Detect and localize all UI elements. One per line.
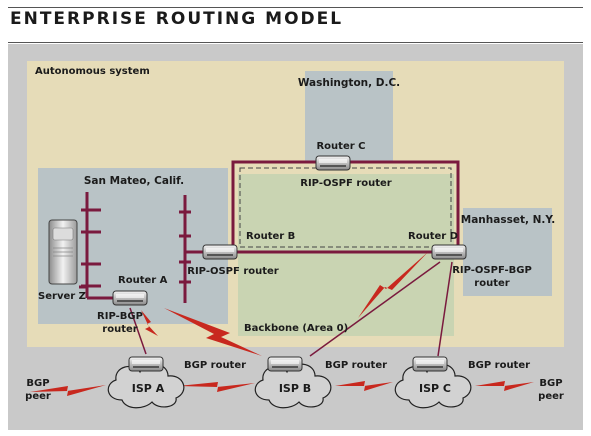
isp-b-router-icon <box>267 356 303 372</box>
bolt-router-a-isp-b <box>164 308 262 356</box>
backbone-region <box>238 174 454 336</box>
router-c-icon <box>315 155 351 171</box>
router-a-role-line2: router <box>102 324 137 335</box>
wan-bolts <box>30 252 534 396</box>
left-peer-line2: peer <box>25 391 51 402</box>
lan-right-stubs <box>179 210 191 284</box>
isp-links <box>129 261 453 357</box>
lan-left-stubs <box>81 208 101 288</box>
title-rule-bottom <box>8 42 583 43</box>
bolt-isp-a-isp-b <box>178 382 255 392</box>
router-b-name: Router B <box>246 231 295 242</box>
server-z-label: Server Z <box>38 291 86 302</box>
isp-c-router-label: BGP router <box>468 360 530 371</box>
manhasset-label: Manhasset, N.Y. <box>461 214 556 226</box>
right-peer-line1: BGP <box>539 378 562 389</box>
router-d-role-line2: router <box>474 278 509 289</box>
router-d-isp-c-link <box>437 261 453 357</box>
router-a-role-line1: RIP-BGP <box>97 311 143 322</box>
router-b-role: RIP-OSPF router <box>187 266 279 277</box>
bolt-isp-b-isp-c <box>335 381 393 391</box>
right-peer-line2: peer <box>538 391 564 402</box>
router-c-role: RIP-OSPF router <box>300 178 392 189</box>
isp-c-router-icon <box>412 356 448 372</box>
isp-a-label: ISP A <box>132 382 165 395</box>
router-c-name: Router C <box>316 141 365 152</box>
router-a-icon <box>112 290 148 306</box>
router-d-isp-b-link <box>309 261 441 357</box>
left-peer-line1: BGP <box>26 378 49 389</box>
isp-b-label: ISP B <box>279 382 311 395</box>
server-z-icon <box>48 219 78 285</box>
router-d-name: Router D <box>408 231 458 242</box>
backbone-label: Backbone (Area 0) <box>244 323 348 334</box>
isp-a-router-label: BGP router <box>184 360 246 371</box>
router-a-name: Router A <box>118 275 168 286</box>
router-a-isp-a-link <box>129 307 147 355</box>
isp-a-router-icon <box>128 356 164 372</box>
manhasset-region <box>463 208 552 296</box>
bolt-right-peer <box>475 381 534 391</box>
washington-region <box>305 71 393 163</box>
washington-label: Washington, D.C. <box>298 77 400 89</box>
san-mateo-label: San Mateo, Calif. <box>84 175 184 187</box>
router-b-icon <box>202 244 238 260</box>
router-d-role-line1: RIP-OSPF-BGP <box>452 265 532 276</box>
bolt-router-d-isp-b <box>358 252 428 318</box>
diagram-title: ENTERPRISE ROUTING MODEL <box>10 9 344 29</box>
bolt-router-a-isp-a <box>141 310 158 336</box>
router-d-icon <box>431 244 467 260</box>
title-rule-top <box>8 7 583 8</box>
isp-b-router-label: BGP router <box>325 360 387 371</box>
autonomous-system-label: Autonomous system <box>35 66 150 77</box>
isp-c-label: ISP C <box>419 382 451 395</box>
bolt-left-peer <box>30 385 106 396</box>
